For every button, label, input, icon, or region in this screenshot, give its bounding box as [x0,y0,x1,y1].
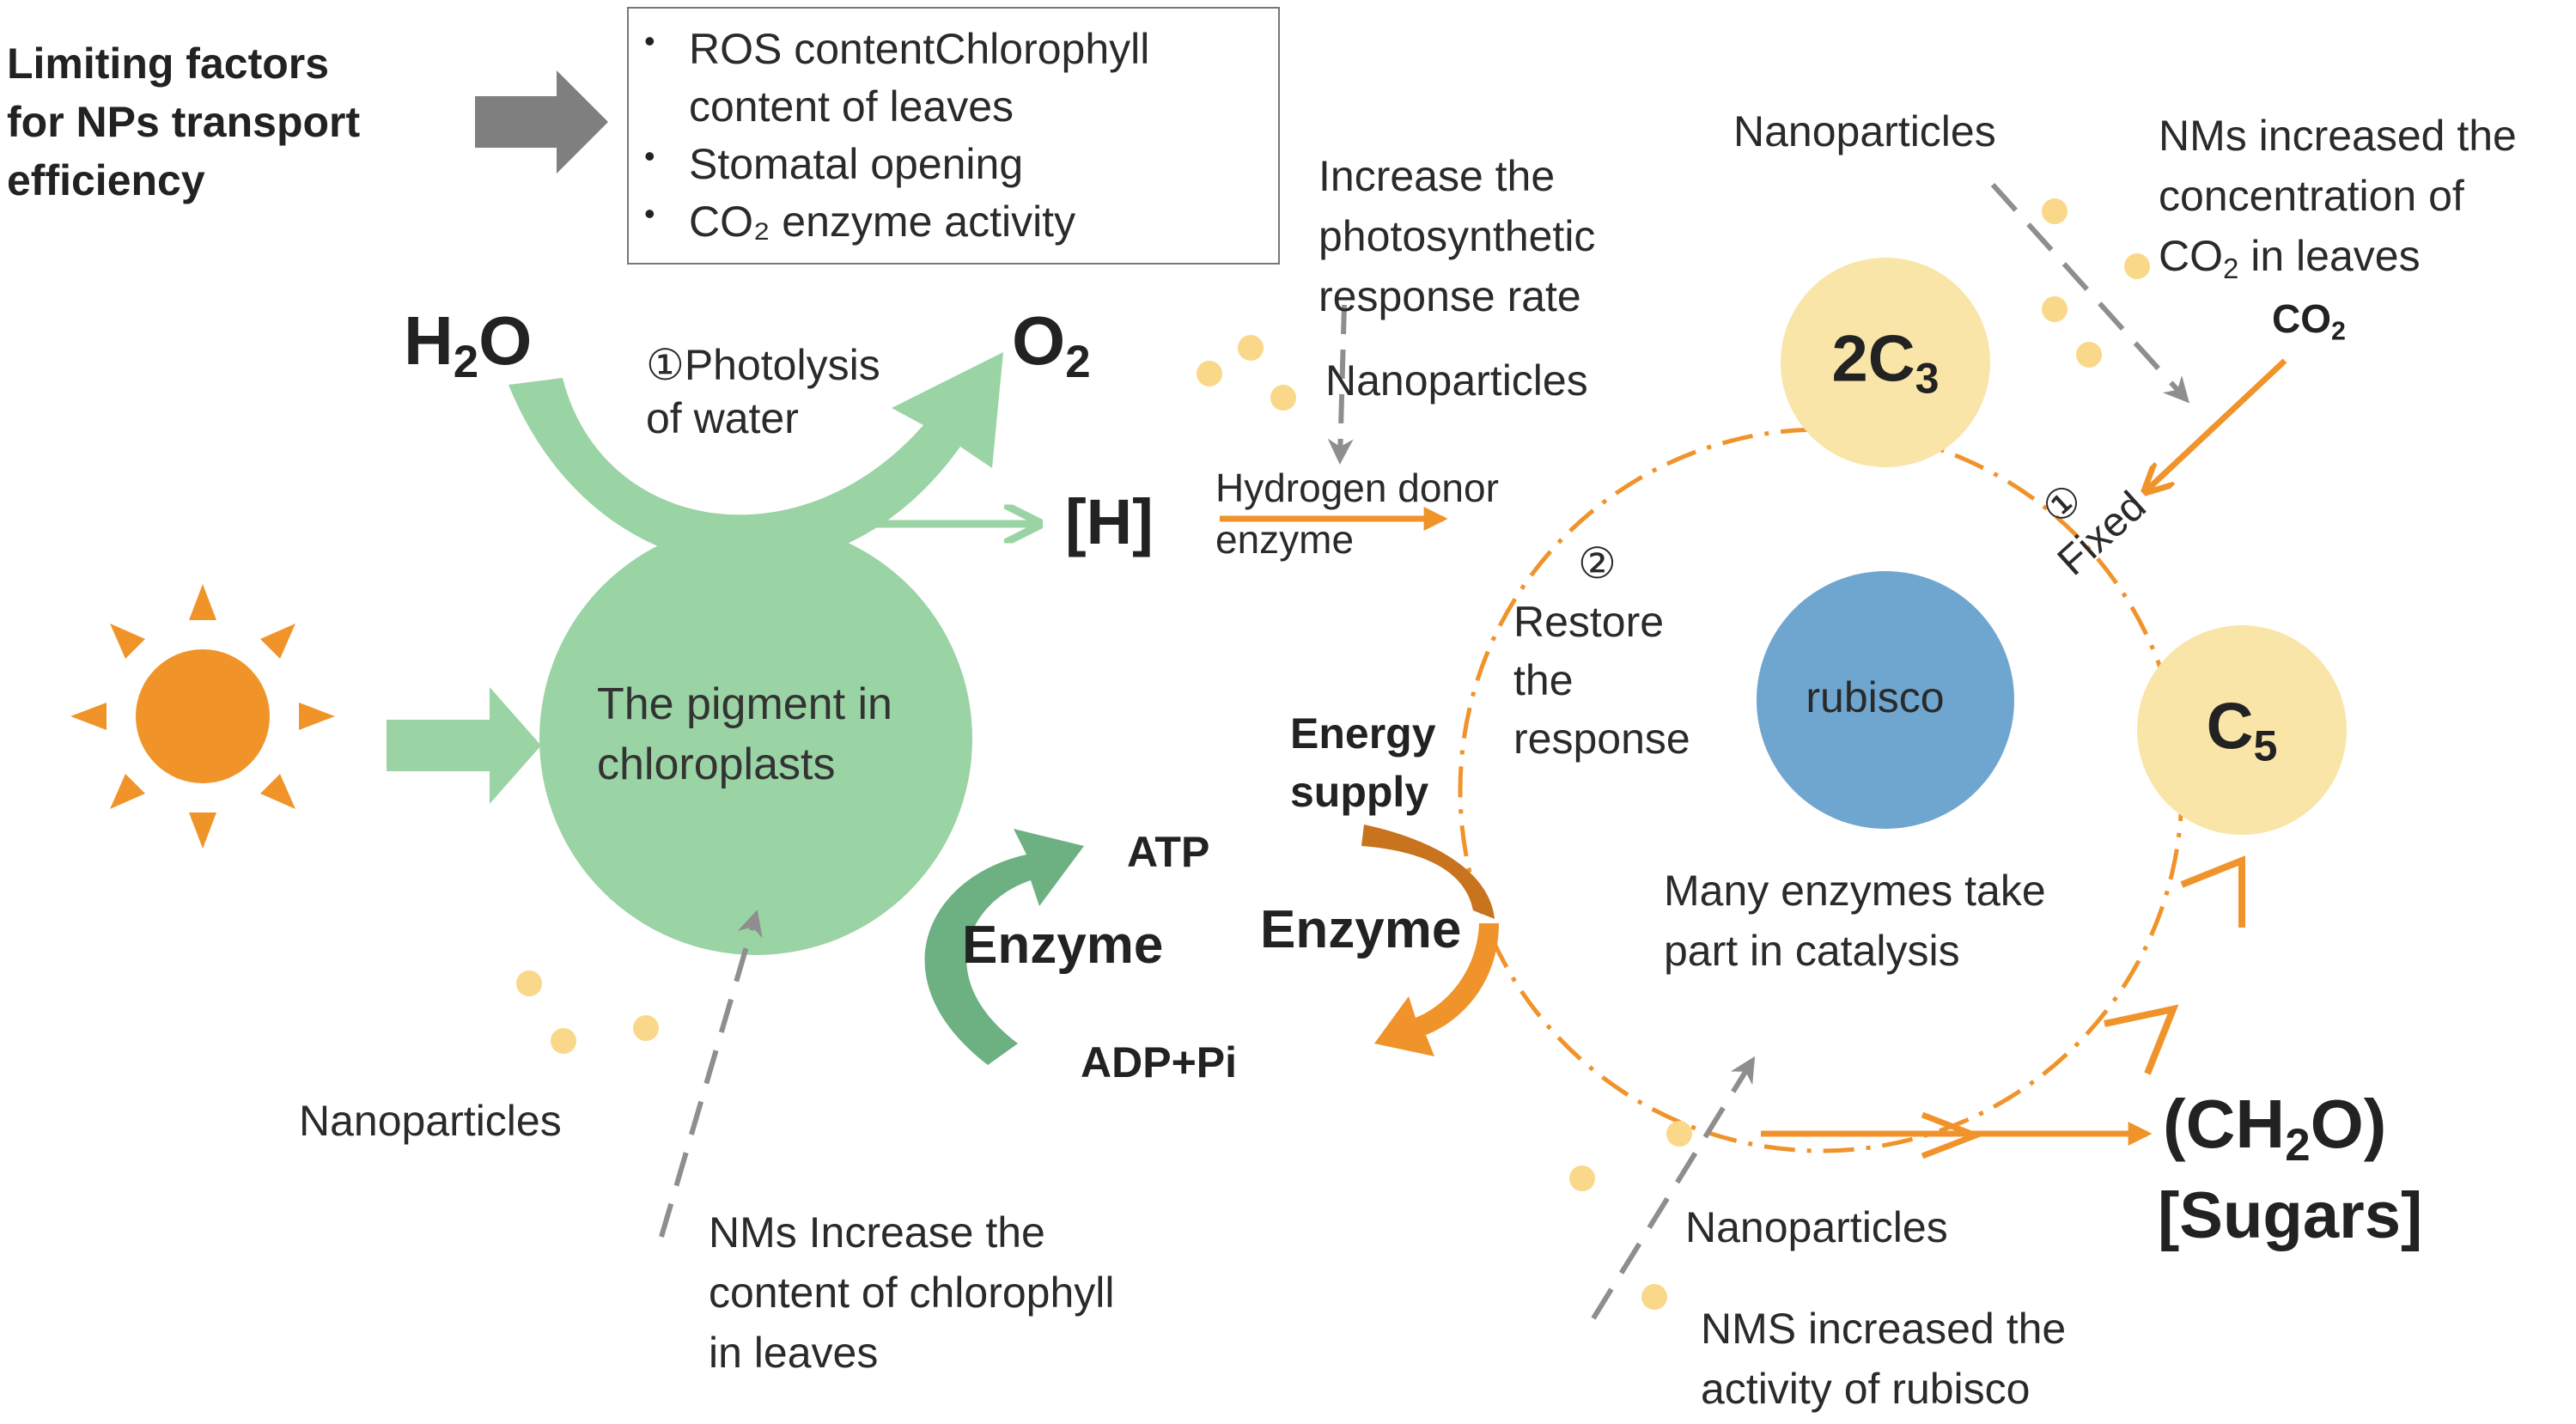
nanoparticle-dots [516,198,2150,1310]
nms-rubisco-label: NMS increased the activity of rubisco [1701,1305,2067,1413]
enzyme-left-label: Enzyme [962,916,1164,975]
c5-label: C5 [2206,690,2278,770]
photolysis-label: ①Photolysis of water [646,341,880,442]
h2o-label: H2O [404,302,533,387]
limiting-factors-box: ROS contentChlorophyll content of leaves… [627,7,1280,265]
nanoparticles-left-label: Nanoparticles [299,1097,562,1145]
hydrogen-donor-label: Hydrogen donor enzyme [1215,466,1499,562]
np-co2-dash-arrow [1990,182,2190,404]
c5-circle [2137,625,2347,835]
regeneration-chevron-2 [2180,855,2245,928]
co2-label: CO2 [2272,296,2346,346]
rubisco-circle [1757,571,2014,829]
increase-rate-label: Increase the photosynthetic response rat… [1318,152,1596,320]
light-arrow [387,687,541,804]
nanoparticles-mid-label: Nanoparticles [1325,356,1588,405]
rubisco-label: rubisco [1806,673,1945,721]
np-rubisco-dash-arrow [1591,1056,1756,1320]
h-label: [H] [1065,486,1154,557]
nms-co2-label: NMs increased the concentration of CO2 i… [2159,112,2517,285]
energy-supply-arrow [1361,825,1495,919]
np-rate-dash-arrow [1327,304,1354,465]
limiting-factors-title: Limiting factors for NPs transport effic… [7,40,361,204]
photolysis-arrow [509,352,1003,566]
o2-label: O2 [1012,302,1091,387]
atp-adp-arrow [924,829,1084,1065]
ch2o-label: (CH2O) [2163,1086,2387,1171]
co2-fixation-arrow [2147,358,2287,490]
c3-label: 2C3 [1831,322,1940,403]
atp-label: ATP [1127,828,1210,876]
c3-circle [1781,258,1990,467]
nanoparticles-bottom-label: Nanoparticles [1685,1203,1948,1251]
nanoparticles-right-label: Nanoparticles [1733,107,1996,155]
sugars-label: [Sugars] [2158,1179,2423,1252]
factors-arrow [475,70,608,173]
nms-chlorophyll-label: NMs Increase the content of chlorophyll … [709,1208,1115,1377]
adp-label: ADP+Pi [1081,1038,1238,1086]
pigment-circle [539,522,972,955]
factor-item: CO₂ enzyme activity [644,193,1270,251]
pigment-label: The pigment in chloroplasts [597,679,892,789]
restore-label: ② Restore the response [1513,539,1690,763]
energy-return-arrow [1374,923,1499,1056]
sun-icon [70,584,335,849]
factor-item: ROS contentChlorophyll content of leaves [644,21,1221,136]
factor-item: Stomatal opening [644,136,1270,193]
many-enzymes-label: Many enzymes take part in catalysis [1664,867,2046,975]
energy-supply-label: Energy supply [1290,709,1436,816]
enzyme-mid-label: Enzyme [1260,900,1462,959]
regeneration-chevron-1 [2104,1004,2179,1075]
sugars-arrow-chevron-1 [1921,1111,1984,1159]
np-chlorophyll-dash-arrow [659,910,763,1238]
